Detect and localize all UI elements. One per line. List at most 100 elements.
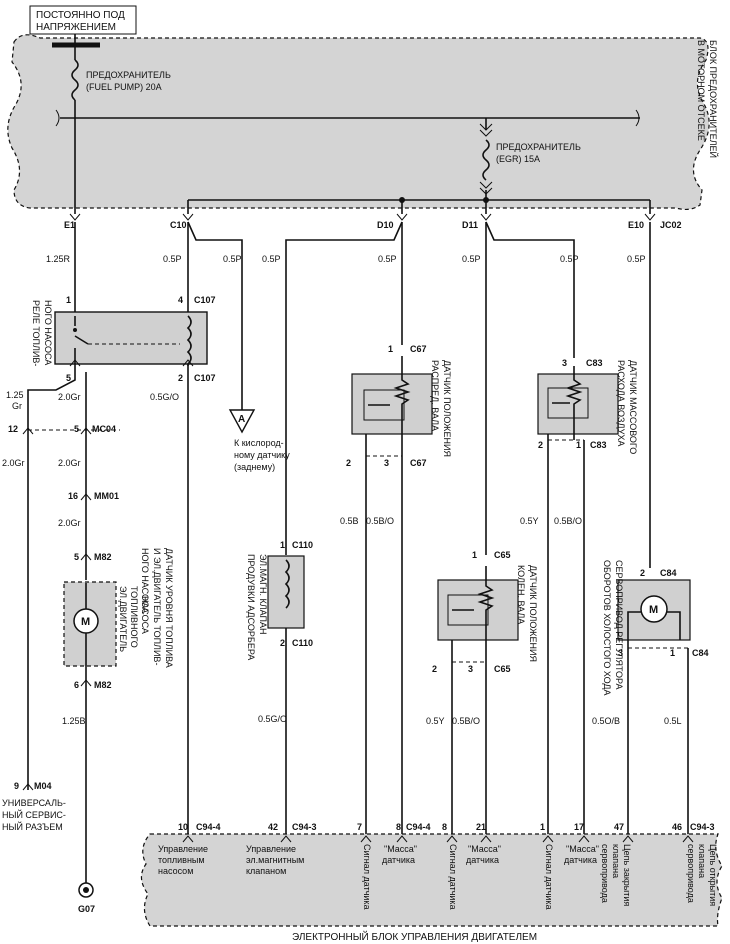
connector-c83-b: C83 xyxy=(590,440,607,450)
ecu-mass-2a: "Масса" xyxy=(468,844,501,854)
iac-label-1: СЕРВОПРИВОД РЕГУЛЯТОРА xyxy=(614,560,624,689)
o2-label-1: К кислород- xyxy=(234,438,284,448)
c67-pin-2: 2 xyxy=(346,458,351,468)
relay-label-1: РЕЛЕ ТОПЛИВ- xyxy=(31,300,41,366)
connector-c67-a: C67 xyxy=(410,344,427,354)
ecu-sig-1: Сигнал датчика xyxy=(362,844,372,910)
wire-purge xyxy=(285,221,403,555)
ecu-pin-47: 47 xyxy=(614,822,624,832)
connector-c94-3-a: C94-3 xyxy=(292,822,317,832)
motor-symbol: M xyxy=(81,616,90,628)
c84-pin-3: 3 xyxy=(618,648,623,658)
wire-label-20gr-3: 2.0Gr xyxy=(58,518,81,528)
relay-pin-5: 5 xyxy=(66,373,71,383)
connector-c94-4-a: C94-4 xyxy=(196,822,221,832)
fuel-level-label-1: ДАТЧИК УРОВНЯ ТОПЛИВА xyxy=(164,548,174,668)
wire-label-05bo-2: 0.5B/O xyxy=(452,716,480,726)
fuse-fuel-pump-symbol xyxy=(71,59,79,101)
connector-c110-a: C110 xyxy=(292,540,313,550)
pin-5-m82: 5 xyxy=(74,552,79,562)
wire-label-05p-1: 0.5P xyxy=(163,254,182,264)
ecu-mass-3b: датчика xyxy=(564,855,597,865)
ecu-pin-21: 21 xyxy=(476,822,486,832)
relay-label-2: НОГО НАСОСА xyxy=(43,300,53,365)
connector-mc04: MC04 xyxy=(92,424,116,434)
connector-c84-a: C84 xyxy=(660,568,677,578)
terminal-d10: D10 xyxy=(377,220,394,230)
wire-label-gr: Gr xyxy=(12,401,22,411)
ground-g07: G07 xyxy=(78,904,95,914)
wire-label-05ob: 0.5O/B xyxy=(592,716,620,726)
c83-pin-3: 3 xyxy=(562,358,567,368)
cmp-label-2: РАСПРЕД. ВАЛА xyxy=(430,360,440,431)
terminal-e1: E1 xyxy=(64,220,75,230)
camshaft-sensor xyxy=(351,373,433,435)
connector-c94-3-b: C94-3 xyxy=(690,822,715,832)
pump-label-3: НАСОСА xyxy=(140,596,150,634)
ecu-mass-1a: "Масса" xyxy=(384,844,417,854)
pump-label-1: ЭЛ.ДВИГАТЕЛЬ xyxy=(118,586,128,652)
ecu-valve-ctrl-2: эл.магнитным xyxy=(246,855,304,865)
ecu-pin-7: 7 xyxy=(357,822,362,832)
wire-label-05go-1: 0.5G/O xyxy=(150,392,179,402)
ecu-close-circ-1: Цепь закрытия xyxy=(622,844,632,906)
fuse-block-title-1: БЛОК ПРЕДОХРАНИТЕЛЕЙ xyxy=(708,40,719,158)
c110-pin-1: 1 xyxy=(280,540,285,550)
wire-label-20gr-left: 2.0Gr xyxy=(2,458,25,468)
iac-motor-icon xyxy=(640,595,668,623)
wire-label-05l: 0.5L xyxy=(664,716,682,726)
fuel-level-label-3: НОГО НАСОСА xyxy=(140,548,150,613)
wire-label-05p-6: 0.5P xyxy=(560,254,579,264)
purge-solenoid xyxy=(267,555,305,629)
fuse-egr-line2: (EGR) 15A xyxy=(496,154,540,164)
fuse-block-title-2: В МОТОРНОМ ОТСЕКЕ xyxy=(696,40,706,141)
pin-6: 6 xyxy=(74,680,79,690)
c84-pin-1: 1 xyxy=(670,648,675,658)
c67-pin-3: 3 xyxy=(384,458,389,468)
ecu-title: ЭЛЕКТРОННЫЙ БЛОК УПРАВЛЕНИЯ ДВИГАТЕЛЕМ xyxy=(292,930,537,943)
connector-c84-b: C84 xyxy=(692,648,709,658)
wire-label-125b: 1.25B xyxy=(62,716,86,726)
ecu-pump-ctrl-1: Управление xyxy=(158,844,208,854)
connector-c107-a: C107 xyxy=(194,295,216,305)
relay-coil xyxy=(186,315,192,366)
ecu-sig-2: Сигнал датчика xyxy=(448,844,458,910)
ecu-close-circ-2: клапана xyxy=(611,844,621,878)
terminal-d11: D11 xyxy=(462,220,478,230)
ecu-open-circ-3: сервопривода xyxy=(686,844,696,903)
wire-label-05b: 0.5B xyxy=(340,516,359,526)
ecu-mass-2b: датчика xyxy=(466,855,499,865)
fuse-egr-line1: ПРЕДОХРАНИТЕЛЬ xyxy=(496,142,581,152)
ecu-valve-ctrl-1: Управление xyxy=(246,844,296,854)
ecu-pin-17: 17 xyxy=(574,822,584,832)
c83-pin-1: 1 xyxy=(576,440,581,450)
o2-label-3: (заднему) xyxy=(234,462,275,472)
connector-m04: M04 xyxy=(34,781,52,791)
fuel-level-label-2: И ЭЛ.ДВИГАТЕЛЬ ТОПЛИВ- xyxy=(152,548,162,665)
always-powered-line1: ПОСТОЯННО ПОД xyxy=(36,10,125,21)
motor-symbol-2: M xyxy=(649,604,658,616)
connector-c83-a: C83 xyxy=(586,358,603,368)
c65-pin-2: 2 xyxy=(432,664,437,674)
wire-label-05y: 0.5Y xyxy=(426,716,445,726)
ckp-label-1: ДАТЧИК ПОЛОЖЕНИЯ xyxy=(528,565,538,662)
wire-maf xyxy=(485,221,575,358)
wire-label-05bo-3: 0.5B/O xyxy=(554,516,582,526)
ecu-mass-1b: датчика xyxy=(382,855,415,865)
wire-label-05bo: 0.5B/O xyxy=(366,516,394,526)
fuse-fuel-pump-line2: (FUEL PUMP) 20A xyxy=(86,82,162,92)
pin-5-mc04: 5 xyxy=(74,424,79,434)
wire-label-125r: 1.25R xyxy=(46,254,71,264)
wire-label-05p-5: 0.5P xyxy=(462,254,481,264)
wire-label-20gr-1: 2.0Gr xyxy=(58,392,81,402)
wire-o2-branch xyxy=(187,221,243,410)
ecu-close-circ-3: сервопривода xyxy=(600,844,610,903)
pin-9: 9 xyxy=(14,781,19,791)
connector-c110-b: C110 xyxy=(292,638,313,648)
crankshaft-sensor xyxy=(437,579,519,641)
c84-pin-2: 2 xyxy=(640,568,645,578)
ecu-pin-8b: 8 xyxy=(442,822,447,832)
ecu-sig-3: Сигнал датчика xyxy=(544,844,554,910)
ckp-label-2: КОЛЕН. ВАЛА xyxy=(516,565,526,624)
pin-12: 12 xyxy=(8,424,18,434)
